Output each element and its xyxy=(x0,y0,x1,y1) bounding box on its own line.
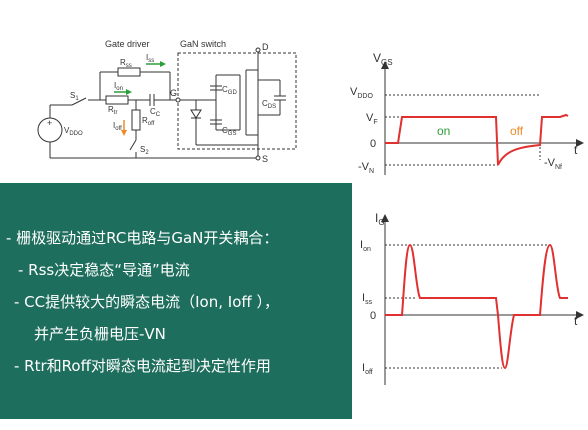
iss-label: Iss xyxy=(146,53,154,64)
gate-diode-icon xyxy=(190,109,202,119)
rss-resistor xyxy=(117,67,141,77)
roff-label: Roff xyxy=(142,116,155,127)
terminal-s-label: S xyxy=(262,154,268,164)
vddo-label: VDDO xyxy=(64,126,83,137)
panel-line-4: 并产生负栅电压-VN xyxy=(34,325,166,343)
terminal-g-label: G xyxy=(170,88,177,98)
vgs-vnf-label: -VNf xyxy=(544,157,562,171)
vddo-source-icon xyxy=(37,117,63,143)
panel-line-2: - Rss决定稳态“导通”电流 xyxy=(18,261,190,279)
panel-line-3: - CC提供较大的瞬态电流（Ion, Ioff ）， xyxy=(14,293,279,311)
vgs-trace xyxy=(385,113,569,166)
s1-label: S1 xyxy=(70,91,79,102)
rss-label: Rss xyxy=(120,58,132,69)
cgd-label: CGD xyxy=(222,85,237,96)
vgs-vddo-label: VDDO xyxy=(350,86,373,100)
ig-ion-label: Ion xyxy=(360,239,371,253)
gate-driver-label: Gate driver xyxy=(105,39,150,49)
vgs-t-label: t xyxy=(574,143,578,157)
cds-label: CDS xyxy=(262,99,276,110)
ig-zero-label: 0 xyxy=(370,310,376,322)
gan-switch-label: GaN switch xyxy=(180,39,226,49)
ig-trace xyxy=(385,243,568,370)
gate-driver-circuit-diagram: + Gate driver GaN switch D G S Rss Iss I… xyxy=(37,39,297,164)
ig-ylabel: IG xyxy=(375,211,385,227)
off-label: off xyxy=(510,124,524,138)
svg-text:+: + xyxy=(47,118,52,128)
ig-ioff-label: Ioff xyxy=(362,362,373,376)
vgs-vn-label: -VN xyxy=(358,161,374,175)
ion-label: Ion xyxy=(114,81,123,92)
panel-line-5: - Rtr和Roff对瞬态电流起到决定性作用 xyxy=(14,357,271,375)
rtr-label: Rtr xyxy=(108,105,117,116)
vgs-plot: VGS VDDO VF 0 -VN -VNf t on off xyxy=(350,51,584,175)
explanation-panel: - 栅极驱动通过RC电路与GaN开关耦合： - Rss决定稳态“导通”电流 - … xyxy=(0,183,352,419)
cc-label: CC xyxy=(150,107,161,118)
rtr-resistor xyxy=(105,95,129,105)
vgs-vf-label: VF xyxy=(366,112,378,126)
ig-plot: IG Ion Iss 0 Ioff t xyxy=(360,211,584,385)
ig-iss-label: Iss xyxy=(362,292,373,306)
ioff-label: Ioff xyxy=(113,121,122,132)
on-label: on xyxy=(437,124,450,138)
vgs-zero-label: 0 xyxy=(370,138,376,150)
s2-label: S2 xyxy=(140,145,149,156)
panel-line-1: - 栅极驱动通过RC电路与GaN开关耦合： xyxy=(6,229,279,247)
roff-resistor xyxy=(131,109,141,131)
vgs-ylabel: VGS xyxy=(373,51,393,67)
cgs-label: CGS xyxy=(222,126,236,137)
ig-t-label: t xyxy=(574,314,578,328)
terminal-d-label: D xyxy=(262,42,269,52)
